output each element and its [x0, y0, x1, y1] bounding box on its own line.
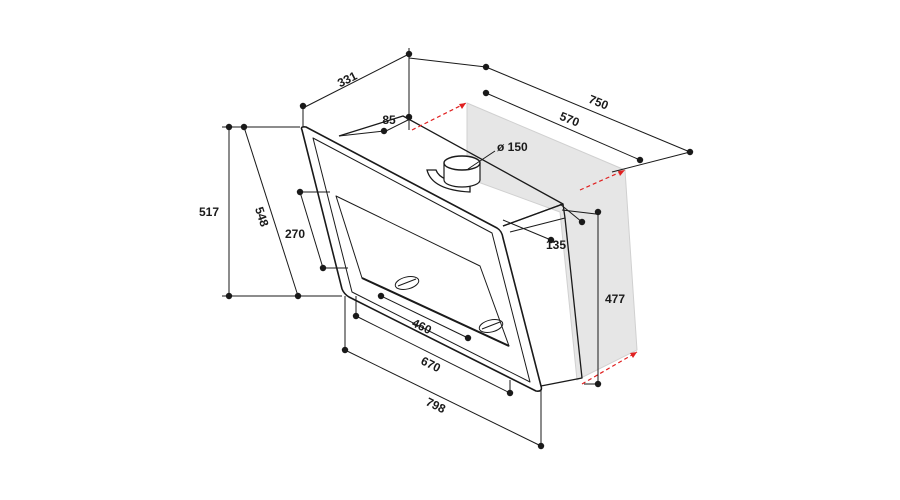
- label-570: 570: [558, 109, 582, 130]
- dot: [506, 389, 514, 397]
- filter-window-shadow: [361, 277, 510, 347]
- dim-line-548: [243, 126, 299, 297]
- ext-line-750-right: [611, 151, 691, 173]
- dot: [405, 113, 413, 121]
- label-798: 798: [424, 395, 448, 417]
- label-750: 750: [587, 92, 611, 113]
- dim-line-750: [485, 66, 691, 153]
- dot: [482, 63, 490, 71]
- dot: [482, 89, 490, 97]
- dot: [686, 148, 694, 156]
- duct-outlet: [426, 155, 481, 193]
- label-517: 517: [199, 205, 219, 219]
- arrow-guide-bottom: [630, 352, 637, 358]
- guide-bottom: [581, 351, 638, 385]
- ext-line-135-b: [559, 203, 583, 223]
- ext-line-750-left: [408, 57, 487, 68]
- dot: [547, 236, 555, 244]
- dim-line-460-lower: [355, 315, 511, 394]
- front-panel-inner: [312, 137, 531, 383]
- arrow-guide-top: [459, 103, 466, 109]
- lamp-right-line: [481, 321, 501, 330]
- label-670: 670: [419, 354, 443, 376]
- label-477: 477: [605, 292, 625, 306]
- dimension-dots: [225, 50, 694, 450]
- ext-line-135-c: [561, 209, 597, 215]
- dot: [225, 123, 233, 131]
- dot: [377, 292, 385, 300]
- dot: [225, 292, 233, 300]
- side-panel-line: [509, 217, 566, 233]
- red-guides: [411, 102, 638, 385]
- lamps: [394, 275, 504, 334]
- dot: [464, 334, 472, 342]
- dot: [299, 102, 307, 110]
- ext-line-135-a: [502, 219, 552, 241]
- dot: [341, 346, 349, 354]
- leader-150: [467, 150, 496, 170]
- dot: [636, 156, 644, 164]
- dot: [380, 127, 388, 135]
- dot: [537, 442, 545, 450]
- ext-line-85: [338, 130, 385, 137]
- label-270: 270: [285, 227, 305, 241]
- dot: [319, 264, 327, 272]
- dot: [294, 292, 302, 300]
- dim-line-570: [485, 92, 641, 161]
- dot: [594, 380, 602, 388]
- lamp-left-line: [397, 278, 417, 287]
- dot: [352, 312, 360, 320]
- lamp-left: [394, 275, 420, 291]
- dim-line-331: [302, 53, 410, 109]
- label-331: 331: [335, 69, 359, 91]
- dot: [296, 188, 304, 196]
- guide-upper-right: [579, 169, 626, 191]
- dot: [240, 123, 248, 131]
- dim-line-798: [344, 349, 542, 447]
- label-548: 548: [252, 205, 272, 229]
- dot: [578, 218, 586, 226]
- dim-line-460: [380, 295, 469, 339]
- dim-line-270: [299, 191, 324, 269]
- label-85: 85: [382, 113, 396, 127]
- label-135: 135: [546, 238, 566, 252]
- arrow-guide-upper-right: [618, 170, 625, 176]
- dimension-lines: [222, 48, 691, 448]
- guide-top: [411, 102, 467, 131]
- label-460: 460: [410, 316, 434, 338]
- duct-top: [443, 155, 481, 171]
- lamp-right: [478, 318, 504, 334]
- dim-line-85: [385, 117, 413, 132]
- dot: [405, 50, 413, 58]
- dot: [594, 208, 602, 216]
- label-150: ø 150: [497, 140, 528, 154]
- hood-body: [300, 115, 583, 392]
